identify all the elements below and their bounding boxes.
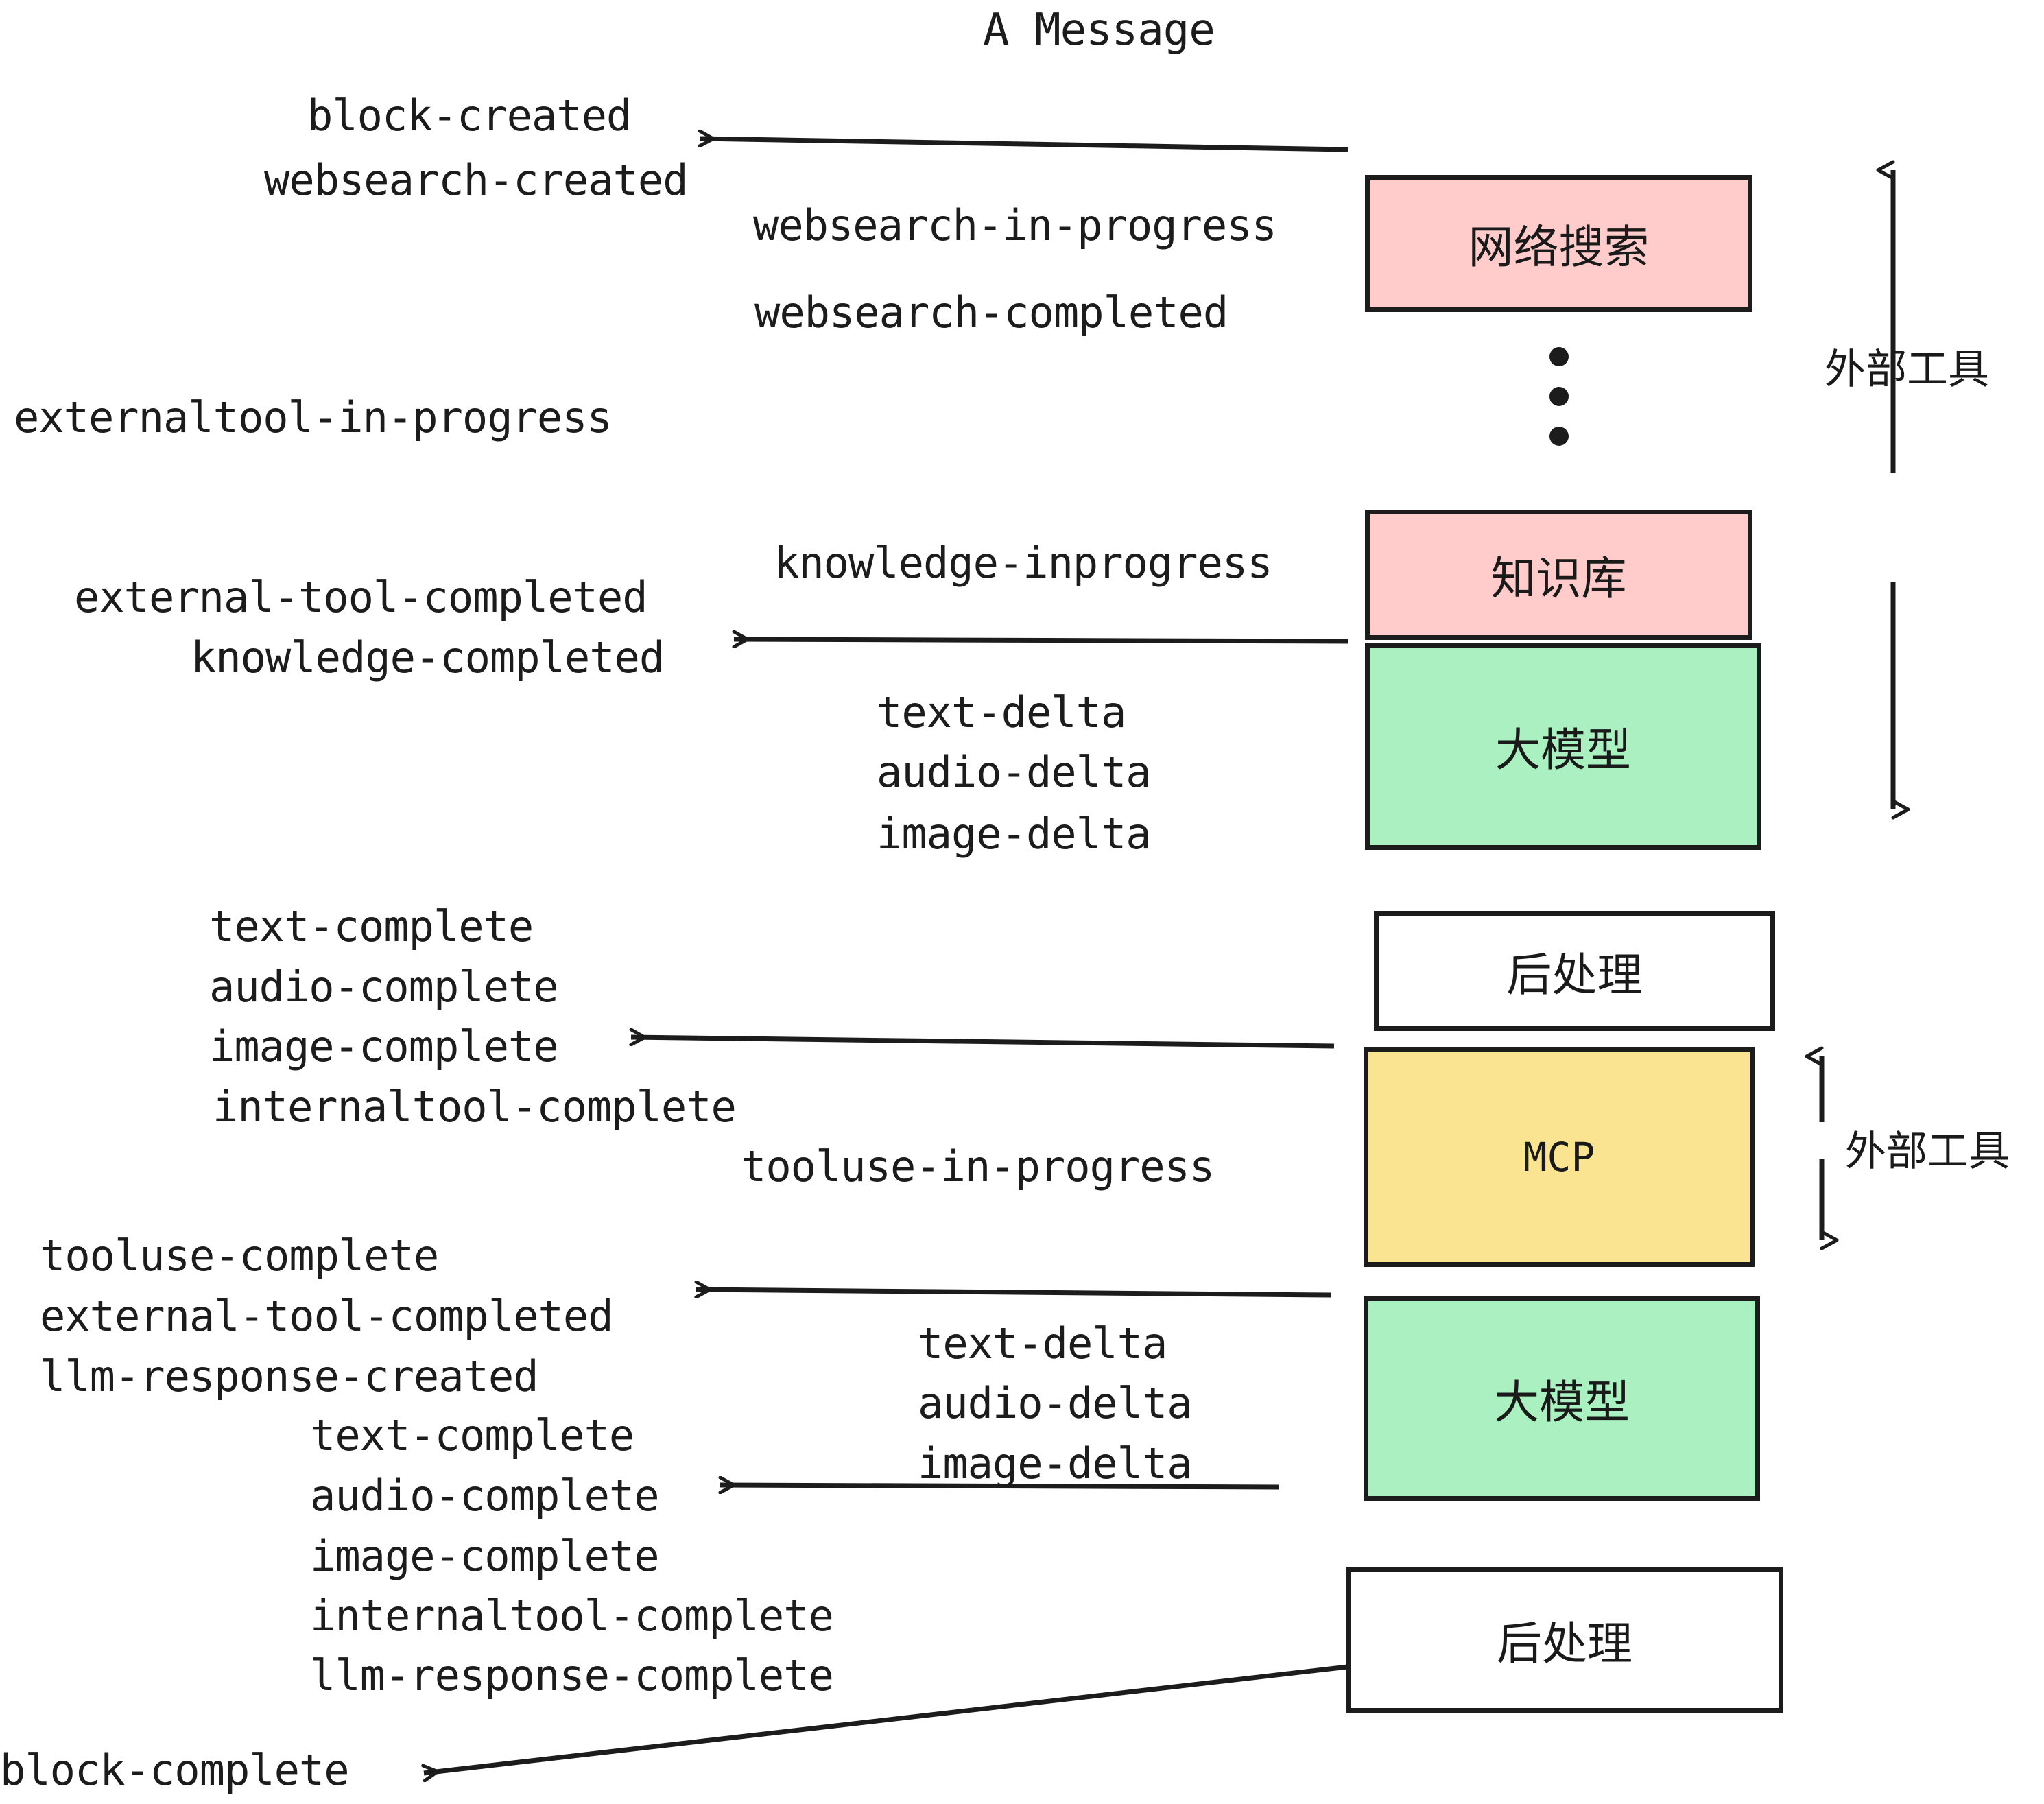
event-image-delta-1: image-delta — [877, 809, 1152, 859]
event-external-tool-completed-2: external-tool-completed — [40, 1291, 614, 1341]
node-llm-2[interactable] — [1364, 1296, 1760, 1501]
event-external-tool-completed-1: external-tool-completed — [74, 572, 648, 622]
event-text-delta-2: text-delta — [918, 1318, 1167, 1368]
node-llm-1[interactable] — [1365, 643, 1761, 850]
ellipsis-dot — [1549, 387, 1569, 406]
event-audio-complete-2: audio-complete — [310, 1471, 660, 1521]
event-image-complete-1: image-complete — [209, 1021, 559, 1071]
event-audio-delta-1: audio-delta — [877, 747, 1152, 797]
event-tooluse-in-progress: tooluse-in-progress — [741, 1141, 1215, 1191]
event-websearch-created: websearch-created — [264, 155, 689, 205]
event-internaltool-complete-1: internaltool-complete — [213, 1082, 737, 1132]
node-knowledge[interactable] — [1365, 510, 1752, 640]
event-knowledge-inprogress: knowledge-inprogress — [774, 538, 1273, 588]
event-text-complete-1: text-complete — [209, 901, 534, 951]
event-llm-response-complete: llm-response-complete — [310, 1650, 834, 1700]
event-internaltool-complete-2: internaltool-complete — [310, 1591, 834, 1641]
event-knowledge-completed: knowledge-completed — [191, 632, 665, 683]
side-label-external-tools-top: 外部工具 — [1825, 346, 1989, 394]
ellipsis-dot — [1549, 347, 1569, 366]
page-title: A Message — [983, 5, 1215, 56]
event-audio-delta-2: audio-delta — [918, 1378, 1193, 1428]
event-text-delta-1: text-delta — [877, 687, 1126, 737]
node-mcp[interactable] — [1364, 1047, 1755, 1267]
event-audio-complete-1: audio-complete — [209, 962, 559, 1012]
node-postprocess-2[interactable] — [1346, 1567, 1783, 1713]
event-image-delta-2: image-delta — [918, 1438, 1193, 1488]
event-text-complete-2: text-complete — [310, 1410, 634, 1460]
arrow-websearch-created — [700, 139, 1348, 152]
ellipsis-dot — [1549, 427, 1569, 446]
event-llm-response-created: llm-response-created — [40, 1351, 539, 1401]
event-externaltool-in-progress: externaltool-in-progress — [14, 392, 613, 442]
node-websearch[interactable] — [1365, 175, 1752, 312]
side-label-external-tools-bottom: 外部工具 — [1845, 1128, 2010, 1176]
arrow-knowledge-completed — [734, 639, 1348, 641]
arrow-image-complete — [631, 1037, 1335, 1049]
event-block-complete: block-complete — [0, 1745, 350, 1795]
node-postprocess-1[interactable] — [1374, 911, 1775, 1031]
event-websearch-in-progress: websearch-in-progress — [753, 200, 1277, 250]
event-tooluse-complete: tooluse-complete — [40, 1231, 439, 1281]
event-websearch-completed: websearch-completed — [754, 287, 1228, 337]
arrow-tooluse-complete — [696, 1290, 1331, 1295]
event-block-created: block-created — [307, 91, 632, 141]
event-image-complete-2: image-complete — [310, 1531, 660, 1581]
